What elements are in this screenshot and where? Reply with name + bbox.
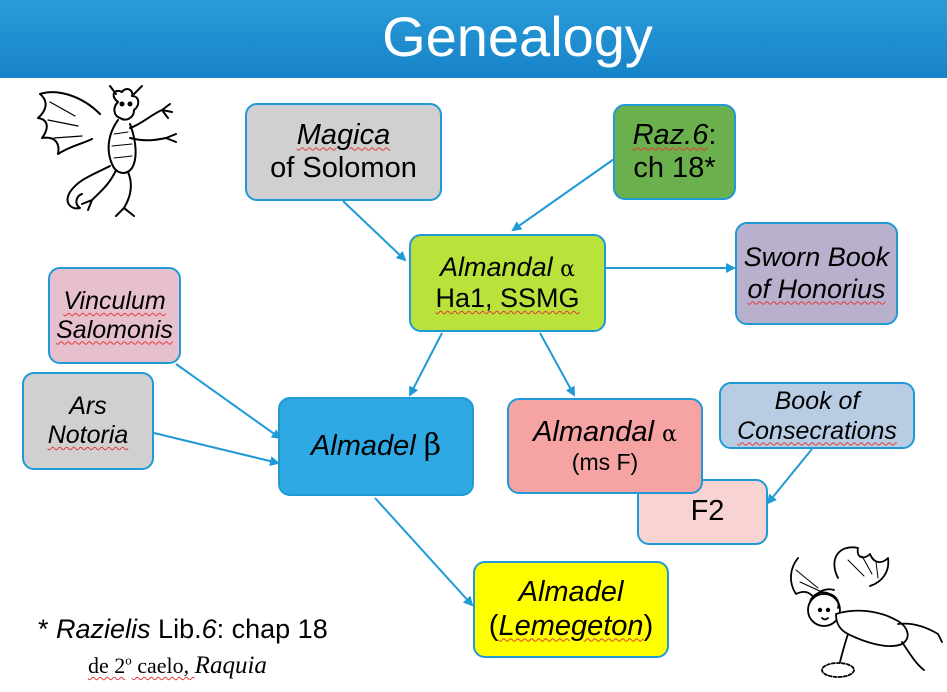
- magica-subtitle: of Solomon: [270, 152, 417, 184]
- node-magica-of-solomon: Magica of Solomon: [245, 103, 442, 201]
- lem-open-paren: (: [488, 609, 499, 642]
- node-almandal-alpha: Almandal α Ha1, SSMG: [409, 234, 606, 332]
- node-almadel-beta: Almadel β: [278, 397, 474, 496]
- node-vinculum-salomonis: Vinculum Salomonis: [48, 267, 181, 364]
- beta-symbol: β: [423, 428, 442, 464]
- almandal-alpha-title: Almandal: [440, 251, 553, 282]
- footnote2-caelo: caelo,: [131, 653, 195, 678]
- ars-line2: Notoria: [47, 421, 129, 449]
- almandal-f-ms: (ms F): [571, 449, 639, 476]
- raz-colon: :: [708, 118, 717, 151]
- footnote2-raquia: Raquia: [194, 652, 267, 679]
- footnote-num: 6: [201, 614, 217, 644]
- footnote2-sup: o: [125, 652, 132, 668]
- footnote-chapter: : chap 18: [216, 614, 328, 644]
- node-book-of-consecrations: Book of Consecrations: [719, 382, 915, 449]
- devil-illustration: [37, 85, 177, 217]
- lemegeton-label: Lemegeton: [498, 609, 644, 642]
- magica-title: Magica: [296, 118, 391, 151]
- consecrations-line1: Book of: [774, 386, 860, 415]
- arrow-ars-to-almadel-beta: [153, 432, 280, 466]
- arrow-almandal-to-ms-f: [539, 332, 575, 397]
- alpha-symbol-f: α: [662, 422, 677, 448]
- arrow-magica-to-almandal: [342, 200, 407, 262]
- almandal-f-title: Almandal: [533, 416, 654, 449]
- footnote-line2: de 2o caelo, Raquia: [88, 652, 267, 680]
- raz-title: Raz.6: [632, 118, 709, 151]
- page-title: Genealogy: [382, 5, 653, 68]
- vinculum-line1: Vinculum: [63, 286, 166, 315]
- title-bar: Genealogy: [0, 0, 947, 78]
- arrow-almadel-beta-to-lemegeton: [374, 497, 474, 607]
- node-almandal-ms-f: Almandal α (ms F): [507, 398, 703, 494]
- ars-line1: Ars: [69, 392, 107, 421]
- node-almadel-lemegeton: Almadel (Lemegeton): [473, 561, 669, 658]
- f2-label: F2: [690, 495, 725, 528]
- node-raz-6: Raz.6: ch 18*: [613, 104, 736, 200]
- cherub-illustration: [790, 546, 943, 678]
- footnote: * Razielis Lib.6: chap 18: [38, 614, 328, 645]
- vinculum-line2: Salomonis: [56, 315, 173, 344]
- almadel-beta-title: Almadel: [310, 430, 416, 463]
- arrow-raz-to-almandal: [511, 151, 625, 232]
- footnote2-de: de 2: [88, 653, 126, 678]
- almadel-lem-title: Almadel: [518, 576, 624, 609]
- footnote-work: Razielis: [56, 614, 151, 644]
- raz-chapter: ch 18*: [633, 152, 716, 184]
- sworn-book-line2: of Honorius: [747, 273, 886, 304]
- arrow-almandal-to-almadel-beta: [409, 332, 443, 397]
- footnote-star: *: [38, 614, 57, 644]
- arrow-consecrations-to-f2: [766, 448, 813, 505]
- almandal-alpha-sources: Ha1, SSMG: [435, 283, 580, 313]
- footnote-lib: Lib.: [150, 614, 202, 644]
- lem-close-paren: ): [643, 609, 654, 642]
- node-sworn-book-of-honorius: Sworn Book of Honorius: [735, 222, 898, 325]
- alpha-symbol: α: [560, 256, 575, 282]
- consecrations-line2: Consecrations: [737, 416, 897, 445]
- node-ars-notoria: Ars Notoria: [22, 372, 154, 470]
- arrow-vinculum-to-almadel-beta: [175, 363, 282, 440]
- sworn-book-line1: Sworn Book: [743, 242, 890, 273]
